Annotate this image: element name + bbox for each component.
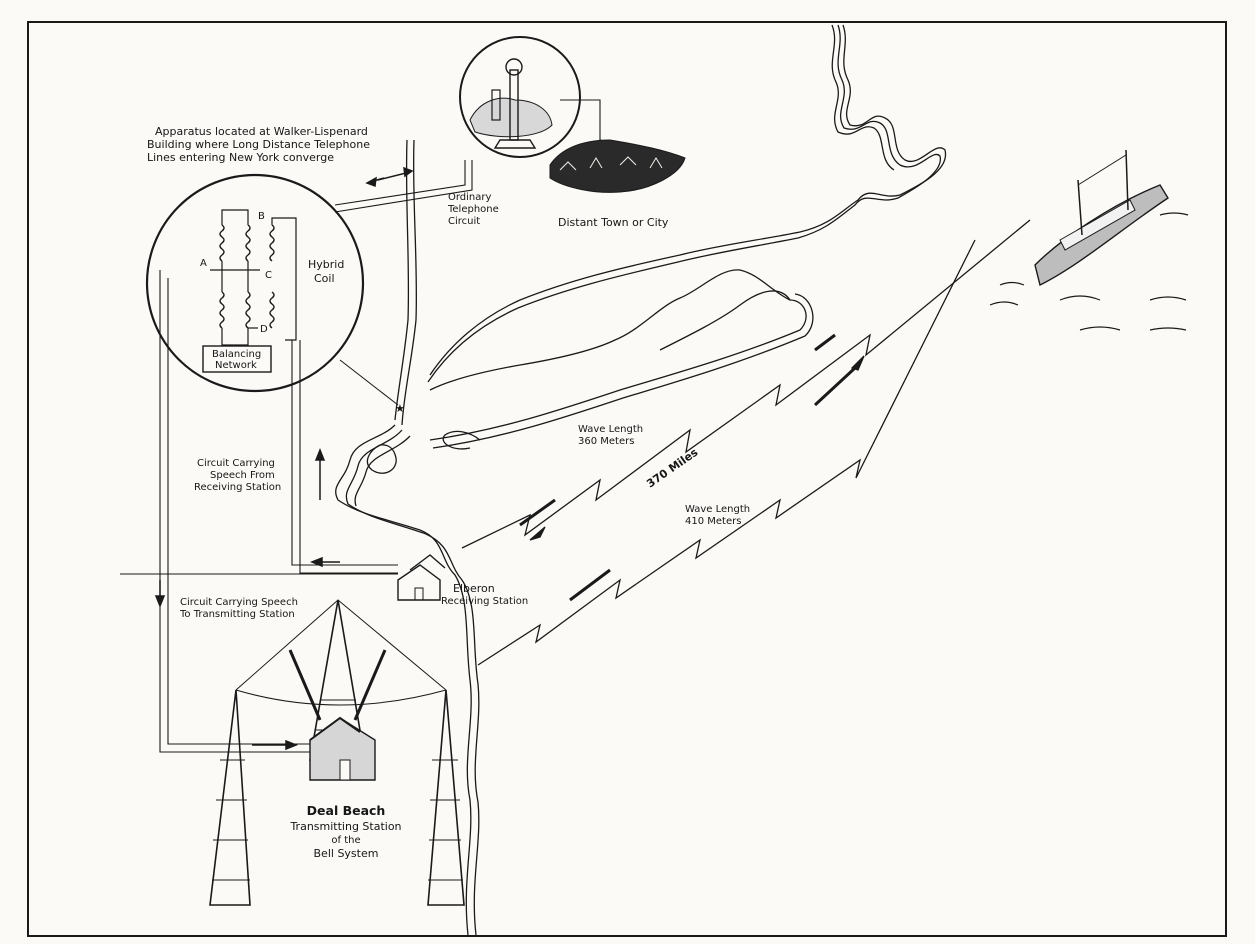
- elberon-station-illustration: [397, 554, 446, 601]
- ship-illustration: [989, 149, 1189, 331]
- balancing-network-box: [202, 345, 272, 373]
- coil-point-d: D: [260, 324, 268, 335]
- hybrid-coil-label-2: Coil: [314, 272, 335, 285]
- ordinary-circuit-label-1: Ordinary: [448, 192, 492, 203]
- apparatus-label-1: Apparatus located at Walker-Lispenard: [155, 125, 368, 138]
- balancing-network-label-1: Balancing: [212, 349, 261, 360]
- distance-label: 370 Miles: [644, 446, 700, 491]
- wave-arrow-2: [569, 568, 611, 602]
- distant-town-label: Distant Town or City: [558, 216, 669, 229]
- location-pointer: [339, 359, 399, 406]
- telephone-inset: [459, 36, 581, 158]
- border-frame: [27, 21, 1227, 937]
- wave-360-label-1: Wave Length: [578, 424, 643, 435]
- distant-town-illustration: [549, 139, 686, 193]
- wave-410-label-1: Wave Length: [685, 504, 750, 515]
- coastline: [335, 24, 947, 936]
- wave-arrow-4: [519, 498, 556, 527]
- hybrid-coil-label-1: Hybrid: [308, 258, 344, 271]
- radio-wave-360: [461, 219, 1031, 549]
- radio-wave-410: [477, 239, 976, 666]
- speech-to-label-2: To Transmitting Station: [179, 609, 295, 620]
- wave-arrow-3: [814, 333, 836, 352]
- balancing-network-label-2: Network: [215, 360, 257, 371]
- coil-point-b: B: [258, 211, 265, 222]
- deal-beach-label-2: Transmitting Station: [289, 820, 401, 833]
- deal-beach-label-3: of the: [331, 835, 360, 846]
- deal-beach-label-4: Bell System: [314, 847, 379, 860]
- ordinary-circuit-label-3: Circuit: [448, 216, 480, 227]
- apparatus-label-3: Lines entering New York converge: [147, 151, 334, 164]
- speech-from-label-2: Speech From: [210, 470, 275, 481]
- circuit-lines: [159, 99, 641, 753]
- hybrid-coil-inset: Hybrid Coil Balancing Network A B C D: [145, 173, 365, 393]
- deal-beach-label-1: Deal Beach: [307, 803, 386, 818]
- speech-from-label-3: Receiving Station: [194, 482, 281, 493]
- wave-410-label-2: 410 Meters: [685, 516, 741, 527]
- elberon-label-2: Receiving Station: [441, 596, 528, 607]
- elberon-label-1: Elberon: [453, 582, 495, 595]
- wave-arrow-1: [813, 366, 857, 407]
- wave-360-label-2: 360 Meters: [578, 436, 634, 447]
- deal-beach-station-illustration: [309, 716, 376, 781]
- ordinary-circuit-label-2: Telephone: [447, 204, 499, 215]
- coil-point-c: C: [265, 270, 272, 281]
- location-star: ★: [395, 402, 405, 415]
- speech-to-label-1: Circuit Carrying Speech: [180, 597, 298, 608]
- speech-from-label-1: Circuit Carrying: [197, 458, 275, 469]
- coil-point-a: A: [200, 258, 207, 269]
- direction-arrows: [154, 166, 414, 751]
- apparatus-label-2: Building where Long Distance Telephone: [147, 138, 370, 151]
